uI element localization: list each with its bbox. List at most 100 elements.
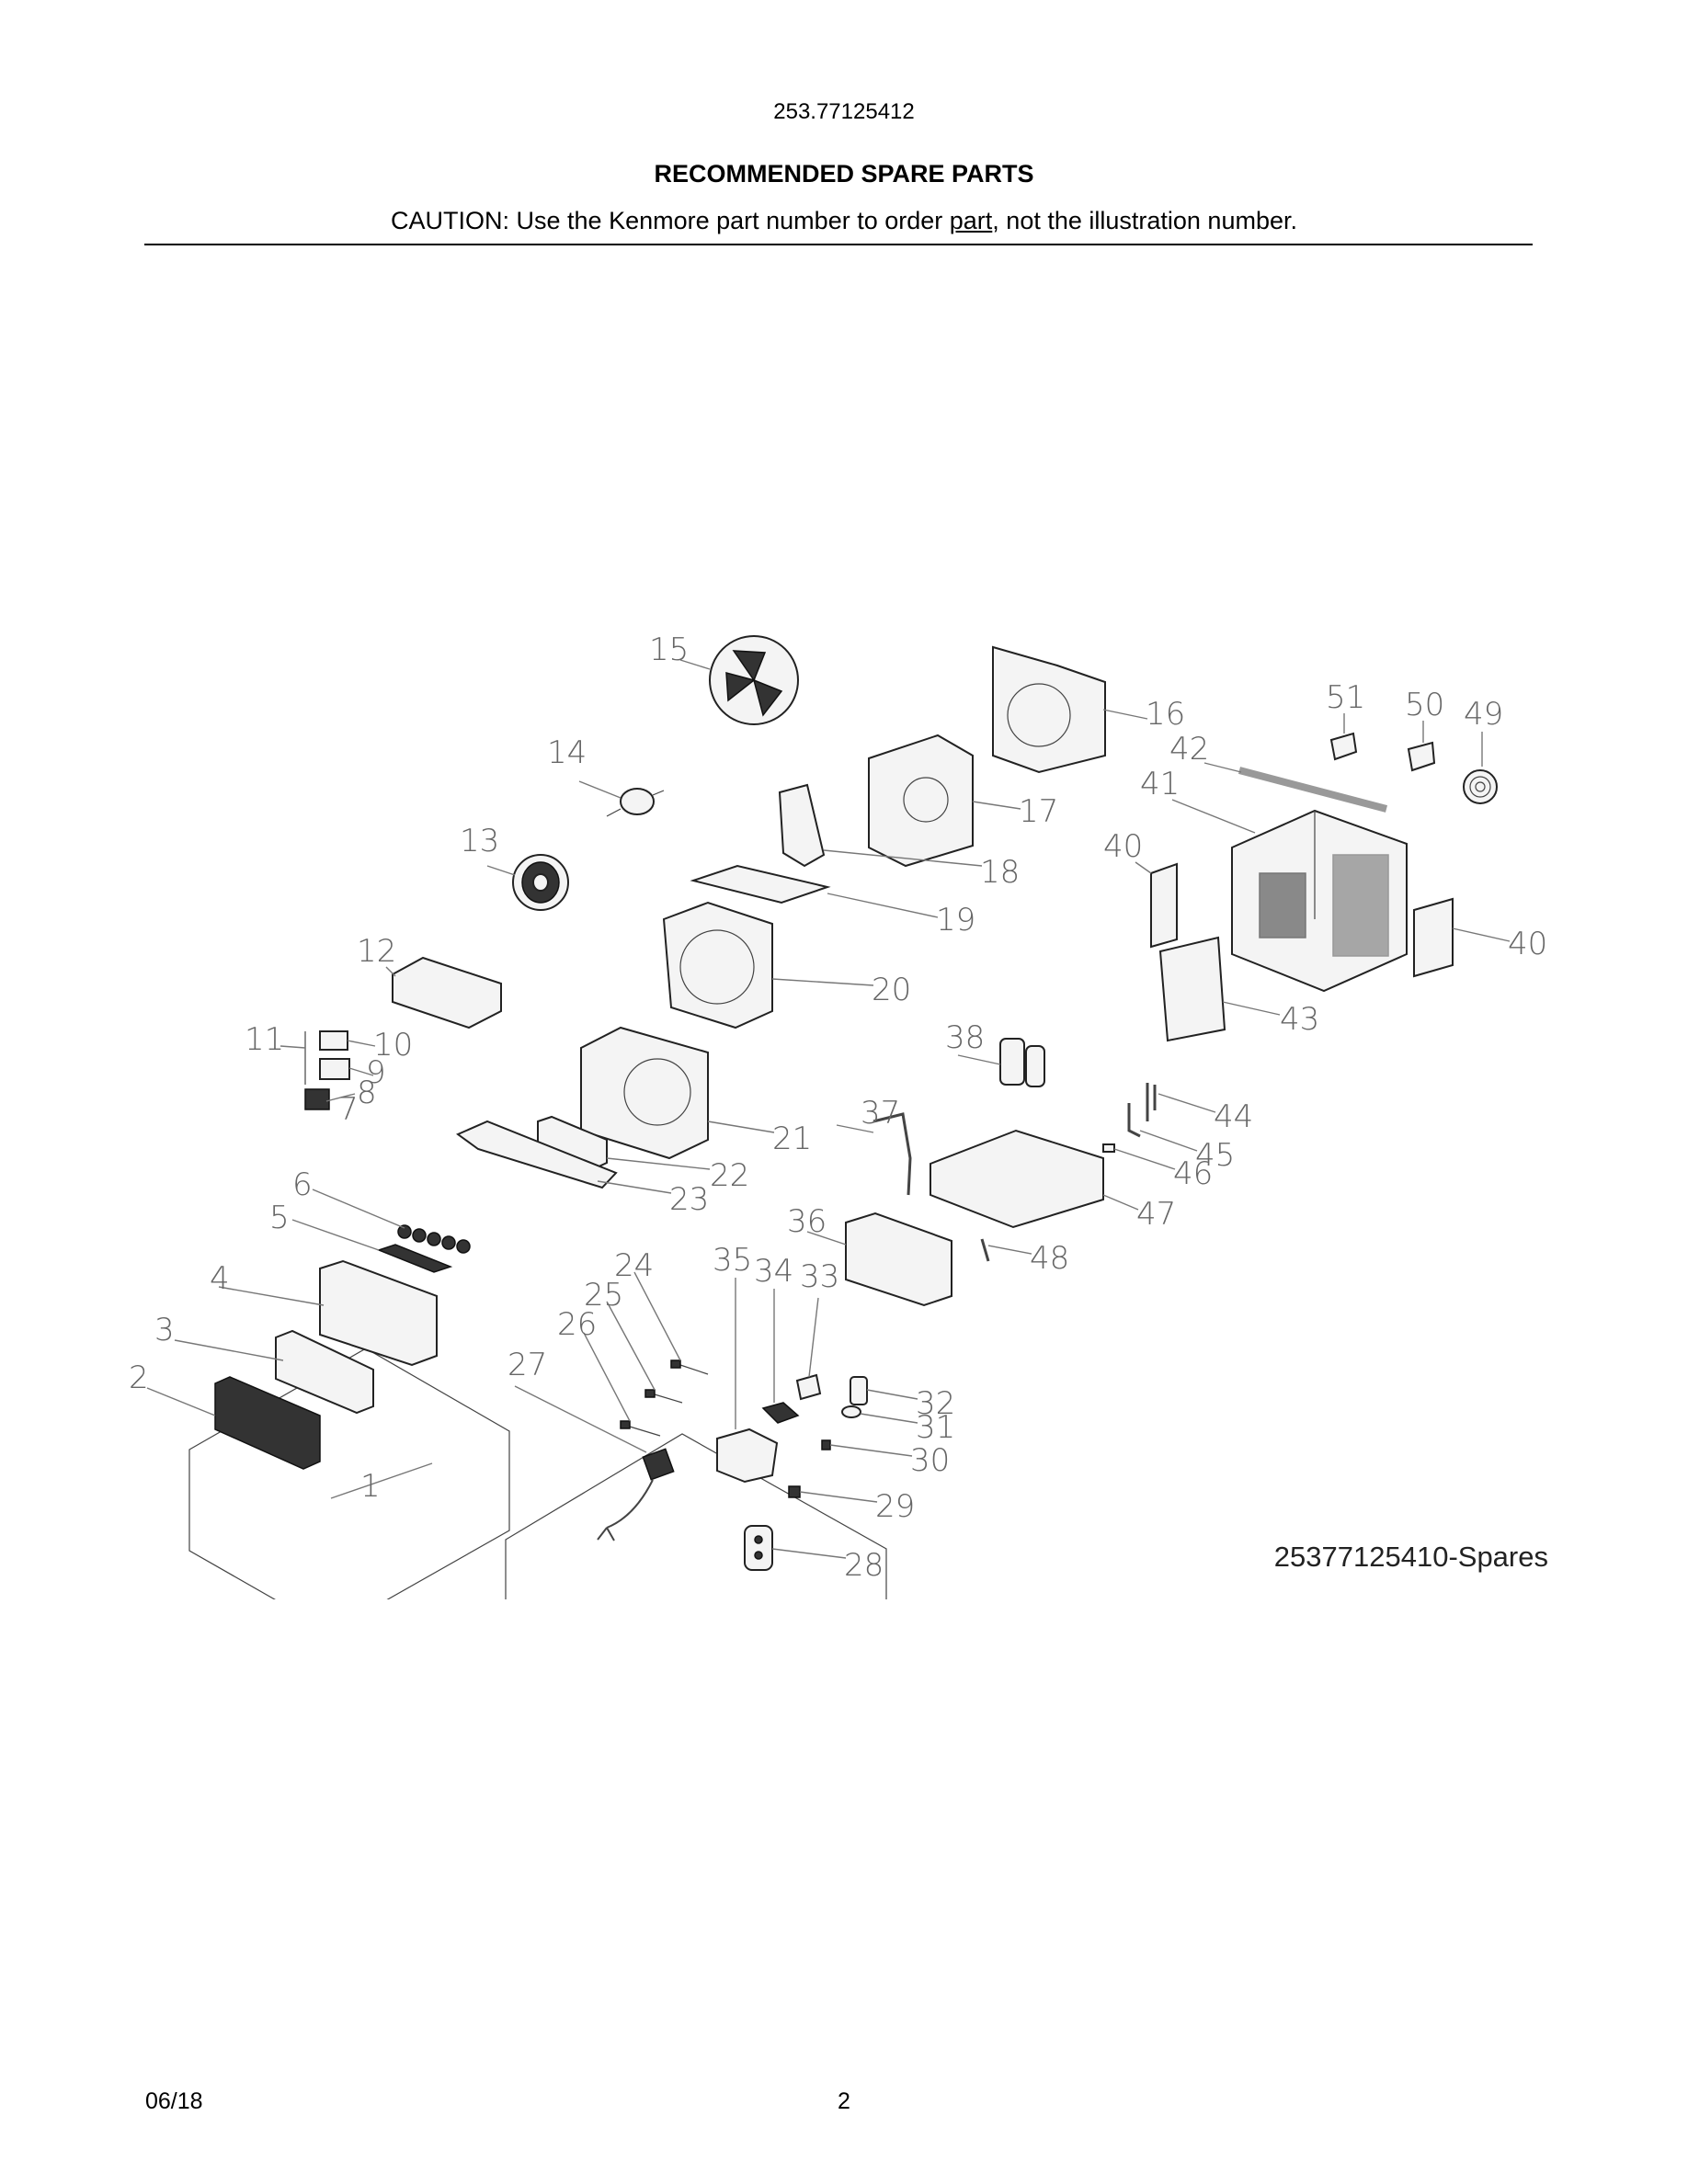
blower-wheel-part — [512, 854, 569, 911]
caution-text-end: , not the illustration number. — [992, 207, 1297, 234]
callout-32: 32 — [916, 1385, 955, 1422]
tube-part — [1146, 1083, 1157, 1121]
exploded-parts-diagram: 1 2 3 4 5 6 7 8 9 10 11 12 13 14 15 16 1… — [120, 607, 1572, 1599]
callout-11: 11 — [245, 1021, 284, 1058]
callout-35: 35 — [713, 1242, 752, 1279]
louver-part — [376, 1244, 453, 1273]
callout-16: 16 — [1146, 696, 1185, 733]
remote-control-part — [744, 1525, 773, 1571]
callout-29: 29 — [875, 1488, 915, 1525]
callout-18: 18 — [980, 854, 1020, 891]
callout-31: 31 — [916, 1409, 955, 1446]
callout-15: 15 — [649, 631, 689, 668]
refrigerant-tubing-part — [873, 1112, 912, 1196]
overload-part — [1407, 741, 1436, 772]
motor-part — [606, 788, 665, 817]
callout-14: 14 — [547, 734, 587, 771]
callout-5: 5 — [269, 1200, 290, 1236]
front-grille-part — [214, 1376, 321, 1470]
thermostat-part — [841, 1405, 861, 1418]
capacitor-part — [850, 1376, 868, 1405]
sensor-part — [980, 1238, 990, 1262]
label-part — [795, 1373, 822, 1401]
callout-26: 26 — [557, 1306, 597, 1343]
top-strip-part — [1237, 767, 1388, 813]
callout-10: 10 — [373, 1027, 413, 1064]
revision-date: 06/18 — [145, 2088, 203, 2114]
front-frame-part — [319, 1259, 438, 1367]
callout-7: 7 — [338, 1091, 359, 1128]
header-divider — [144, 244, 1533, 245]
fan-shroud-part — [992, 645, 1106, 774]
callout-23: 23 — [669, 1181, 709, 1218]
callout-8: 8 — [357, 1075, 377, 1111]
callout-46: 46 — [1173, 1155, 1213, 1192]
model-number: 253.77125412 — [773, 99, 915, 124]
compressor-part — [999, 1038, 1045, 1087]
callout-4: 4 — [210, 1260, 230, 1297]
callout-24: 24 — [614, 1247, 654, 1284]
base-pan-part — [930, 1129, 1104, 1229]
filter-part — [275, 1329, 374, 1415]
callout-21: 21 — [772, 1120, 812, 1157]
callout-6: 6 — [292, 1166, 313, 1203]
heater-coil-part — [1463, 769, 1498, 804]
duct-part — [392, 956, 502, 1029]
page-number: 2 — [838, 2088, 850, 2114]
callout-22: 22 — [710, 1157, 749, 1194]
side-curtain-right-part — [1413, 897, 1454, 978]
group-outline-electrical — [505, 1433, 887, 1599]
fan-blade-part — [709, 635, 799, 725]
wiring-parts — [597, 1359, 709, 1541]
parts-diagram-svg: 1 2 3 4 5 6 7 8 9 10 11 12 13 14 15 16 1… — [129, 631, 1547, 1599]
callout-40a: 40 — [1103, 828, 1143, 865]
drip-tray-part — [456, 1120, 618, 1189]
control-box-part — [716, 1428, 779, 1484]
callout-1: 1 — [360, 1468, 381, 1505]
callout-9: 9 — [366, 1054, 386, 1091]
callout-49: 49 — [1464, 696, 1503, 733]
callout-47: 47 — [1136, 1196, 1176, 1233]
callout-34: 34 — [754, 1253, 793, 1290]
callout-13: 13 — [460, 823, 499, 859]
support-part — [778, 783, 826, 868]
callout-20: 20 — [872, 972, 911, 1008]
callout-3: 3 — [154, 1312, 175, 1348]
knobs-part — [397, 1224, 471, 1254]
callout-12: 12 — [357, 933, 396, 970]
scroll-housing-part — [662, 901, 773, 1029]
callout-43: 43 — [1280, 1001, 1319, 1038]
callout-48: 48 — [1030, 1240, 1069, 1277]
callout-38: 38 — [945, 1019, 985, 1056]
callout-labels: 1 2 3 4 5 6 7 8 9 10 11 12 13 14 15 16 1… — [129, 631, 1547, 1584]
callout-25: 25 — [584, 1277, 623, 1314]
callout-33: 33 — [800, 1258, 839, 1295]
callout-2: 2 — [129, 1359, 149, 1396]
callout-37: 37 — [861, 1095, 900, 1132]
cabinet-part — [1231, 809, 1408, 993]
callout-27: 27 — [508, 1347, 547, 1383]
callout-42: 42 — [1169, 731, 1209, 768]
rail-part — [690, 864, 831, 904]
callout-19: 19 — [936, 902, 975, 938]
callout-17: 17 — [1019, 793, 1058, 830]
caution-note: CAUTION: Use the Kenmore part number to … — [0, 207, 1688, 235]
callout-40b: 40 — [1508, 926, 1547, 962]
caution-text: CAUTION: Use the Kenmore part number to … — [391, 207, 950, 234]
control-board-part — [761, 1402, 800, 1424]
condenser-part — [1158, 936, 1226, 1042]
diagram-id-label: 25377125410-Spares — [1273, 1541, 1548, 1573]
caution-part-word: part — [949, 207, 993, 234]
sensor-holder-part — [788, 1485, 801, 1498]
page-title: RECOMMENDED SPARE PARTS — [654, 160, 1034, 188]
relay-part — [1329, 732, 1358, 761]
callout-41: 41 — [1140, 766, 1180, 802]
switch-part — [821, 1439, 831, 1450]
evaporator-part — [845, 1211, 952, 1307]
callout-51: 51 — [1326, 679, 1365, 716]
callout-50: 50 — [1405, 687, 1444, 723]
callout-30: 30 — [910, 1442, 950, 1479]
control-parts — [304, 1030, 350, 1110]
callout-45: 45 — [1195, 1137, 1235, 1174]
bracket-part — [868, 734, 974, 868]
